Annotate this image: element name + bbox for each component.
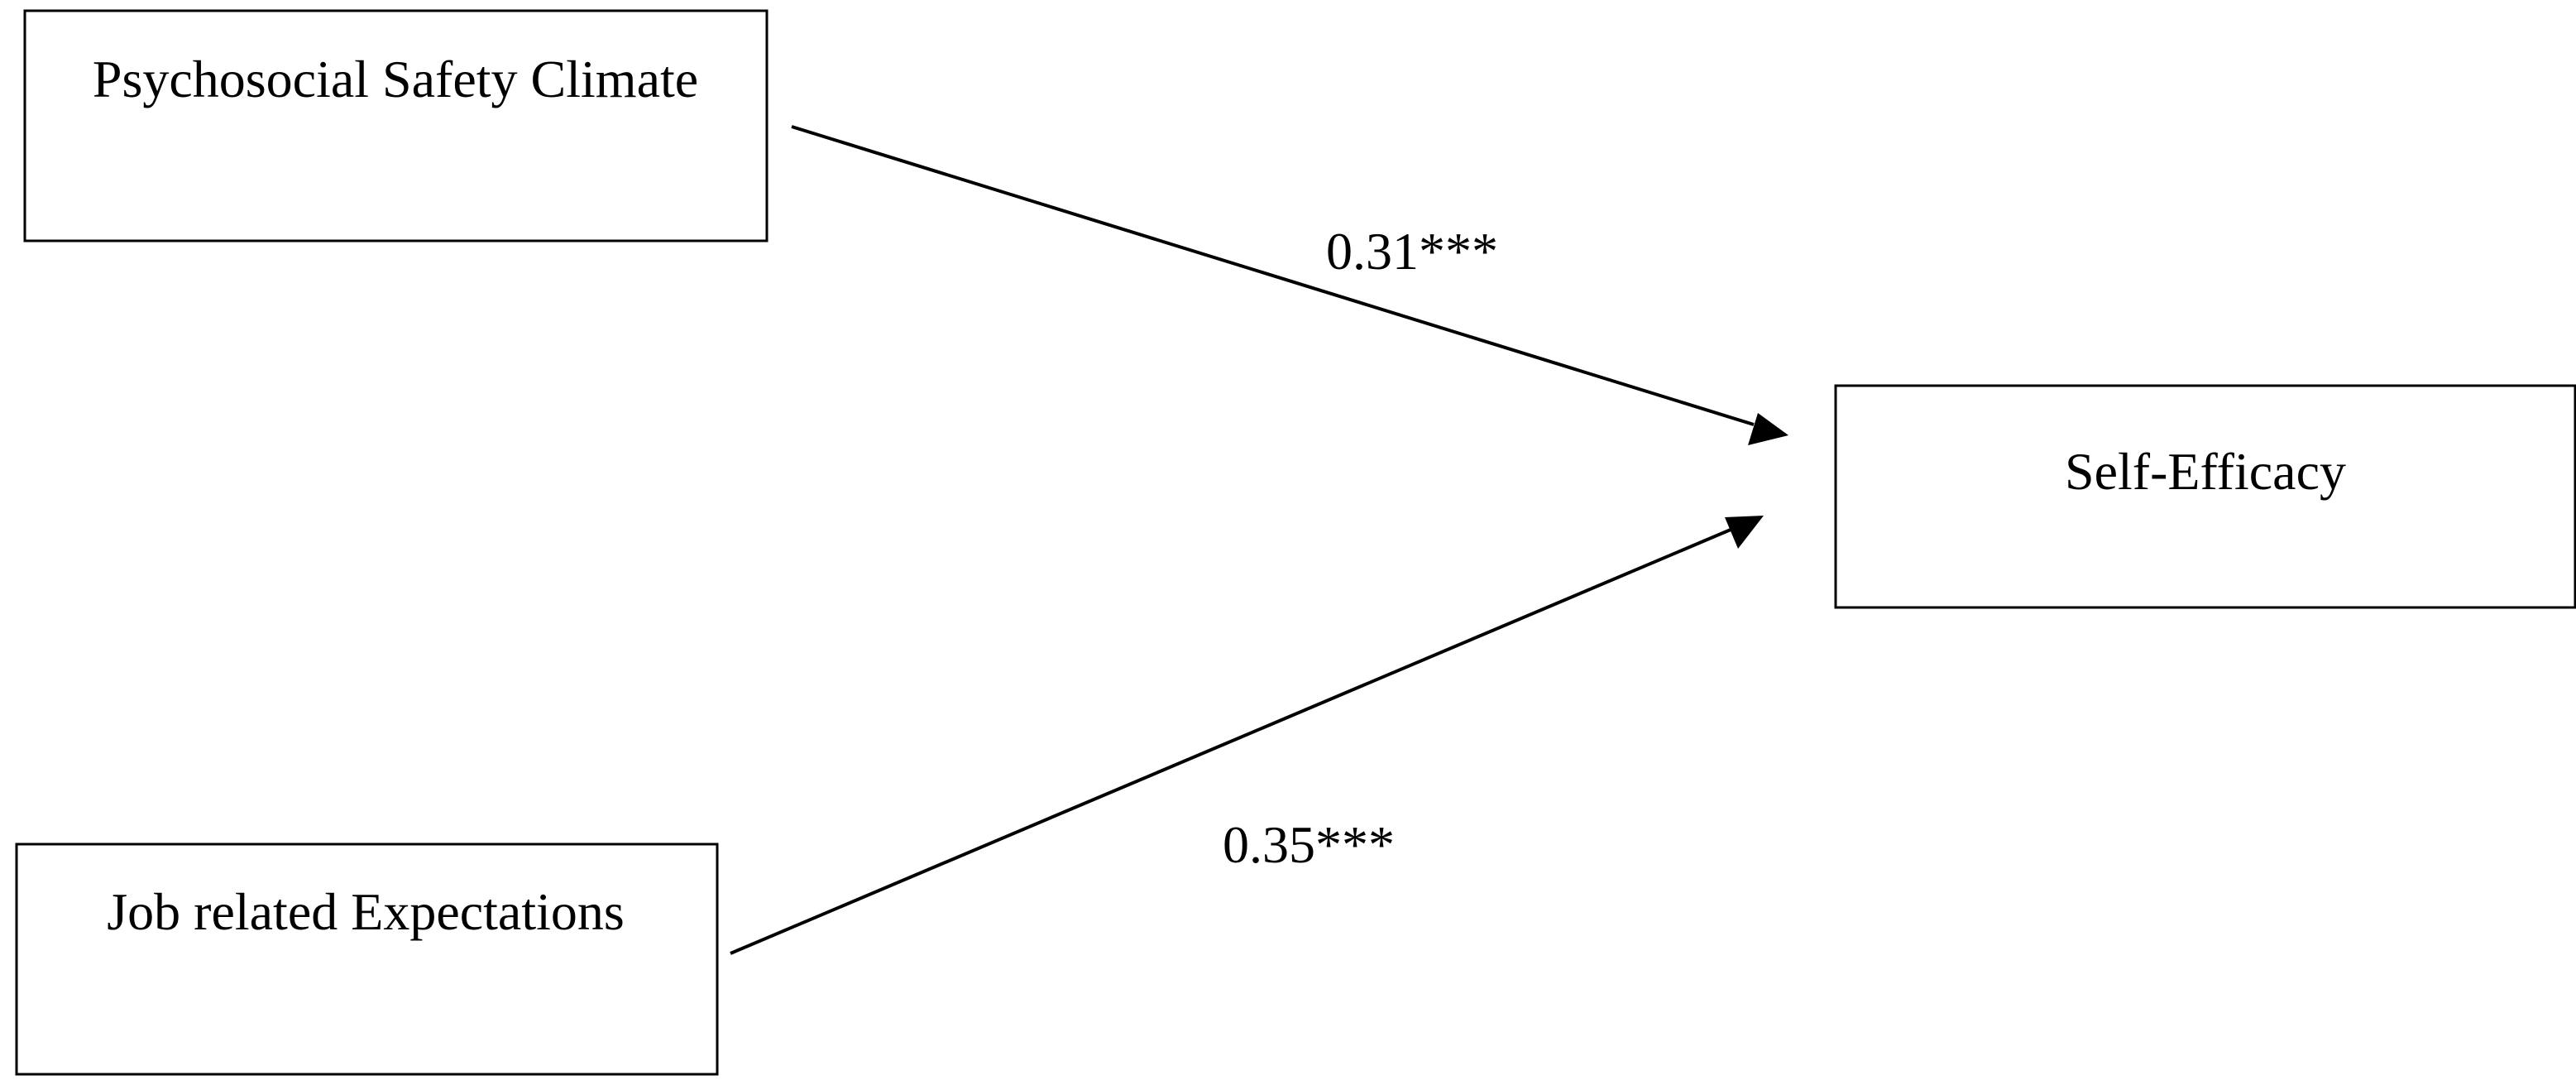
edge-jre-to-self-efficacy: 0.35*** [730, 516, 1764, 955]
node-job-related-expectations-box [15, 843, 719, 1076]
node-self-efficacy: Self-Efficacy [1834, 384, 2576, 609]
node-job-related-expectations: Job related Expectations [15, 843, 719, 1076]
edge-jre-to-self-efficacy-arrowhead [1725, 516, 1764, 549]
node-psychosocial-safety-climate-label: Psychosocial Safety Climate [93, 50, 698, 108]
edge-psc-to-self-efficacy-coefficient: 0.31*** [1326, 222, 1498, 281]
edge-jre-to-self-efficacy-line [730, 528, 1731, 955]
node-psychosocial-safety-climate: Psychosocial Safety Climate [23, 9, 768, 242]
node-self-efficacy-label: Self-Efficacy [2065, 442, 2346, 501]
edge-jre-to-self-efficacy-coefficient: 0.35*** [1223, 815, 1395, 874]
node-job-related-expectations-label: Job related Expectations [107, 882, 625, 941]
edge-psc-to-self-efficacy-line [791, 125, 1755, 426]
node-self-efficacy-box [1834, 384, 2576, 609]
edge-psc-to-self-efficacy-arrowhead [1748, 413, 1788, 445]
node-psychosocial-safety-climate-box [23, 9, 768, 242]
edge-psc-to-self-efficacy: 0.31*** [791, 125, 1788, 445]
